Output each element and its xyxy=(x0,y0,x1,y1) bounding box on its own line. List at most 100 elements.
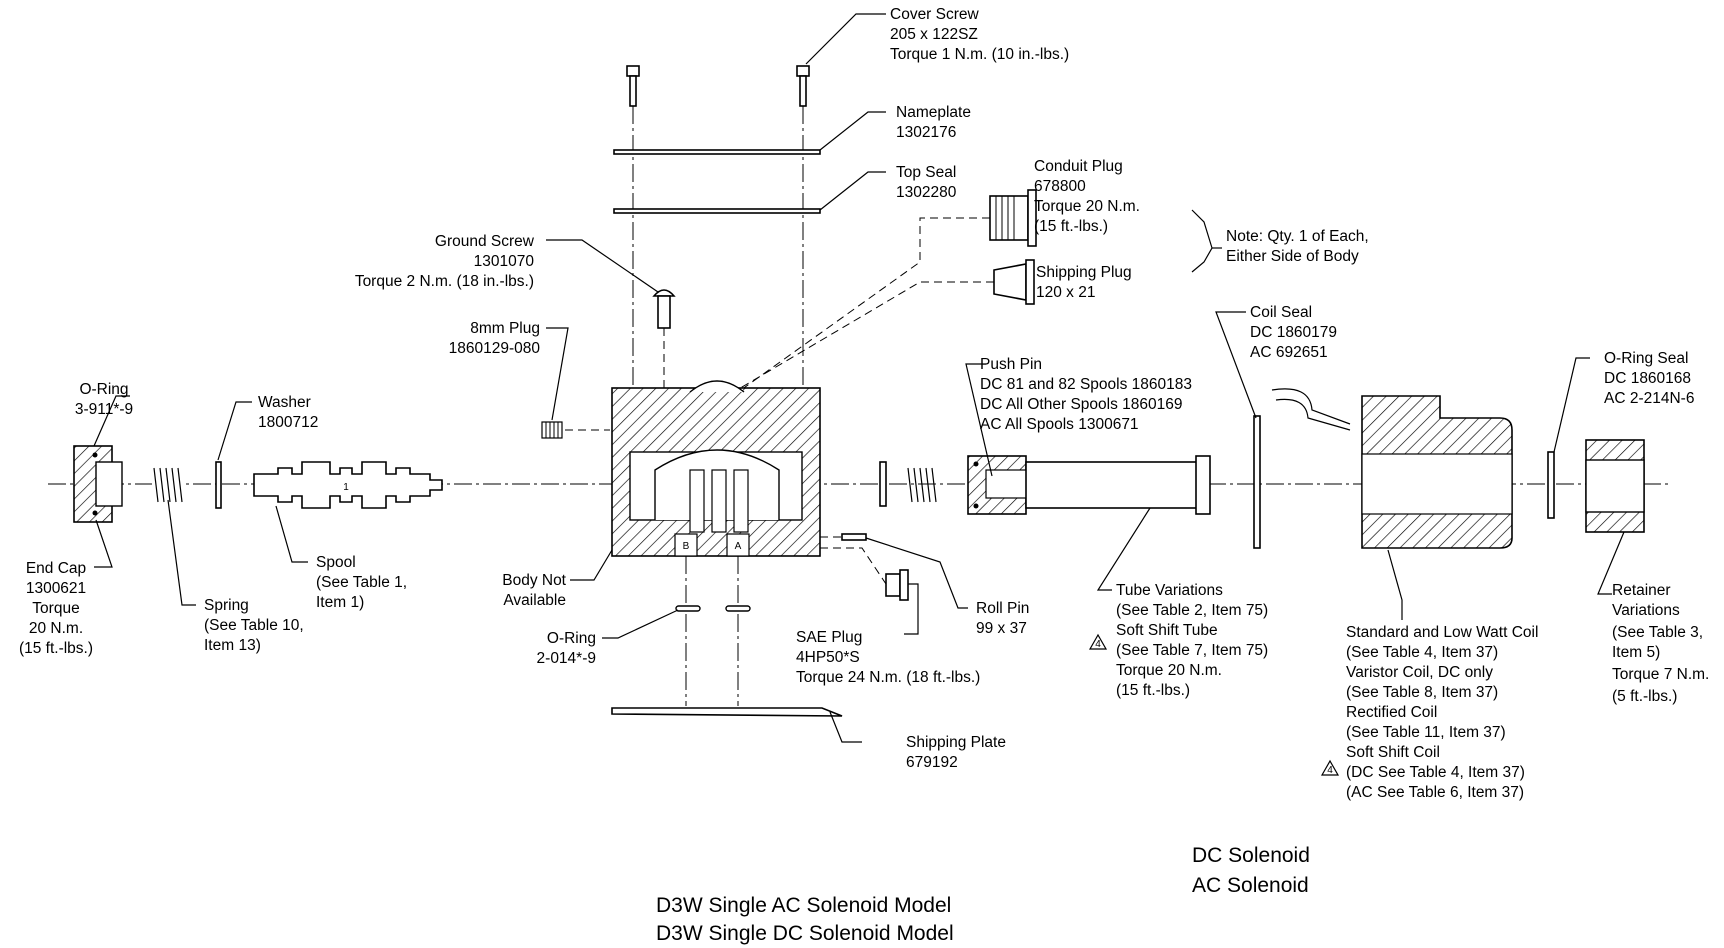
svg-text:Torque 2 N.m. (18 in.-lbs.): Torque 2 N.m. (18 in.-lbs.) xyxy=(355,273,534,290)
svg-text:4: 4 xyxy=(1327,765,1333,776)
svg-text:Variations: Variations xyxy=(1612,602,1680,619)
spring-right xyxy=(907,467,937,503)
svg-text:O-Ring: O-Ring xyxy=(547,630,596,647)
svg-text:D3W Single DC Solenoid Model: D3W Single DC Solenoid Model xyxy=(656,922,954,945)
svg-text:(AC See Table 6, Item 37): (AC See Table 6, Item 37) xyxy=(1346,784,1524,801)
svg-text:(15 ft.-lbs.): (15 ft.-lbs.) xyxy=(1116,682,1190,699)
svg-text:Top Seal: Top Seal xyxy=(896,164,956,181)
retainer xyxy=(1585,439,1645,533)
svg-text:AC 692651: AC 692651 xyxy=(1250,344,1328,361)
svg-text:Item 5): Item 5) xyxy=(1612,644,1660,661)
svg-text:Shipping Plug: Shipping Plug xyxy=(1036,264,1132,281)
cover-screw-left xyxy=(626,65,640,107)
conduit-plug xyxy=(989,189,1037,247)
svg-text:99 x 37: 99 x 37 xyxy=(976,620,1027,637)
svg-text:1302176: 1302176 xyxy=(896,124,956,141)
svg-text:DC 1860168: DC 1860168 xyxy=(1604,370,1691,387)
oring-seal-label: O-Ring Seal DC 1860168 AC 2-214N-6 xyxy=(1604,350,1694,407)
svg-text:Ground Screw: Ground Screw xyxy=(435,233,535,250)
svg-text:Item 1): Item 1) xyxy=(316,594,364,611)
svg-text:205 x 122SZ: 205 x 122SZ xyxy=(890,26,978,43)
retainer-label: Retainer Variations (See Table 3, Item 5… xyxy=(1612,582,1709,705)
svg-text:Soft Shift Coil: Soft Shift Coil xyxy=(1346,744,1440,761)
cover-screw-label: Cover Screw 205 x 122SZ Torque 1 N.m. (1… xyxy=(890,6,1069,63)
svg-text:Cover Screw: Cover Screw xyxy=(890,6,980,23)
svg-text:O-Ring: O-Ring xyxy=(79,381,128,398)
end-cap-label: End Cap 1300621 Torque 20 N.m. (15 ft.-l… xyxy=(19,560,93,657)
sae-plug xyxy=(885,569,909,601)
washer-label: Washer 1800712 xyxy=(258,394,318,431)
svg-text:Available: Available xyxy=(503,592,566,609)
svg-text:DC 81 and 82 Spools 1860183: DC 81 and 82 Spools 1860183 xyxy=(980,376,1192,393)
svg-text:(See Table 8, Item 37): (See Table 8, Item 37) xyxy=(1346,684,1498,701)
oring-bottom-label: O-Ring 2-014*-9 xyxy=(537,630,596,667)
spool: 1 xyxy=(253,461,443,509)
roll-pin-label: Roll Pin 99 x 37 xyxy=(976,600,1029,637)
svg-text:3-911*-9: 3-911*-9 xyxy=(75,401,133,418)
8mm-plug-label: 8mm Plug 1860129-080 xyxy=(449,320,541,357)
8mm-plug xyxy=(541,421,563,439)
tube-label: Tube Variations (See Table 2, Item 75) S… xyxy=(1116,582,1268,699)
spring-left xyxy=(152,467,184,503)
note-label: Note: Qty. 1 of Each, Either Side of Bod… xyxy=(1226,228,1369,265)
svg-text:(See Table 3,: (See Table 3, xyxy=(1612,624,1703,641)
svg-text:Torque 20 N.m.: Torque 20 N.m. xyxy=(1034,198,1140,215)
svg-text:Torque 24 N.m. (18 ft.-lbs.): Torque 24 N.m. (18 ft.-lbs.) xyxy=(796,669,980,686)
svg-text:Washer: Washer xyxy=(258,394,311,411)
svg-text:Either Side of Body: Either Side of Body xyxy=(1226,248,1359,265)
valve-body: B A xyxy=(611,380,821,557)
svg-text:1860129-080: 1860129-080 xyxy=(449,340,541,357)
svg-text:8mm Plug: 8mm Plug xyxy=(470,320,540,337)
oring-bottom-left xyxy=(675,605,701,612)
svg-text:SAE Plug: SAE Plug xyxy=(796,629,862,646)
end-cap xyxy=(73,445,123,523)
ground-screw-label: Ground Screw 1301070 Torque 2 N.m. (18 i… xyxy=(355,233,535,290)
spool-mark: 1 xyxy=(343,482,349,493)
shipping-plug xyxy=(993,259,1035,305)
leader-lines xyxy=(93,13,1625,743)
svg-text:Shipping Plate: Shipping Plate xyxy=(906,734,1006,751)
svg-text:O-Ring Seal: O-Ring Seal xyxy=(1604,350,1688,367)
spool-label: Spool (See Table 1, Item 1) xyxy=(316,554,407,611)
oring-left-label: O-Ring 3-911*-9 xyxy=(75,381,133,418)
svg-text:(See Table 10,: (See Table 10, xyxy=(204,617,304,634)
svg-text:Spool: Spool xyxy=(316,554,356,571)
oring-bottom-right xyxy=(725,605,751,612)
svg-text:1800712: 1800712 xyxy=(258,414,318,431)
svg-text:20 N.m.: 20 N.m. xyxy=(29,620,83,637)
model-titles: D3W Single AC Solenoid Model D3W Single … xyxy=(656,894,954,945)
svg-text:(See Table 11, Item 37): (See Table 11, Item 37) xyxy=(1346,724,1506,741)
svg-text:(15 ft.-lbs.): (15 ft.-lbs.) xyxy=(19,640,93,657)
spring-right-washer xyxy=(879,461,887,507)
svg-text:(DC See Table 4, Item 37): (DC See Table 4, Item 37) xyxy=(1346,764,1525,781)
svg-text:D3W Single AC Solenoid Model: D3W Single AC Solenoid Model xyxy=(656,894,951,917)
svg-text:678800: 678800 xyxy=(1034,178,1086,195)
shipping-plug-label: Shipping Plug 120 x 21 xyxy=(1036,264,1132,301)
coil xyxy=(1271,388,1513,549)
svg-text:Torque 1 N.m. (10 in.-lbs.): Torque 1 N.m. (10 in.-lbs.) xyxy=(890,46,1069,63)
svg-text:(See Table 7, Item 75): (See Table 7, Item 75) xyxy=(1116,642,1268,659)
svg-text:Nameplate: Nameplate xyxy=(896,104,971,121)
svg-text:Spring: Spring xyxy=(204,597,249,614)
svg-text:1301070: 1301070 xyxy=(474,253,535,270)
svg-text:4HP50*S: 4HP50*S xyxy=(796,649,860,666)
cover-screw-right xyxy=(796,65,810,107)
coil-label: Standard and Low Watt Coil (See Table 4,… xyxy=(1346,624,1538,801)
nameplate xyxy=(613,149,821,155)
port-a-label: A xyxy=(735,541,742,552)
svg-text:Varistor Coil, DC only: Varistor Coil, DC only xyxy=(1346,664,1493,681)
svg-text:Torque 7 N.m.: Torque 7 N.m. xyxy=(1612,666,1709,683)
svg-text:Tube Variations: Tube Variations xyxy=(1116,582,1223,599)
svg-text:Coil Seal: Coil Seal xyxy=(1250,304,1312,321)
svg-text:2-014*-9: 2-014*-9 xyxy=(537,650,596,667)
svg-text:End Cap: End Cap xyxy=(26,560,86,577)
svg-text:(See Table 2, Item 75): (See Table 2, Item 75) xyxy=(1116,602,1268,619)
svg-text:AC 2-214N-6: AC 2-214N-6 xyxy=(1604,390,1694,407)
coil-seal-label: Coil Seal DC 1860179 AC 692651 xyxy=(1250,304,1337,361)
push-pin-label: Push Pin DC 81 and 82 Spools 1860183 DC … xyxy=(980,356,1192,433)
svg-text:Push Pin: Push Pin xyxy=(980,356,1042,373)
coil-seal xyxy=(1253,415,1261,549)
solenoid-type-titles: DC Solenoid AC Solenoid xyxy=(1192,844,1310,897)
nameplate-label: Nameplate 1302176 xyxy=(896,104,971,141)
